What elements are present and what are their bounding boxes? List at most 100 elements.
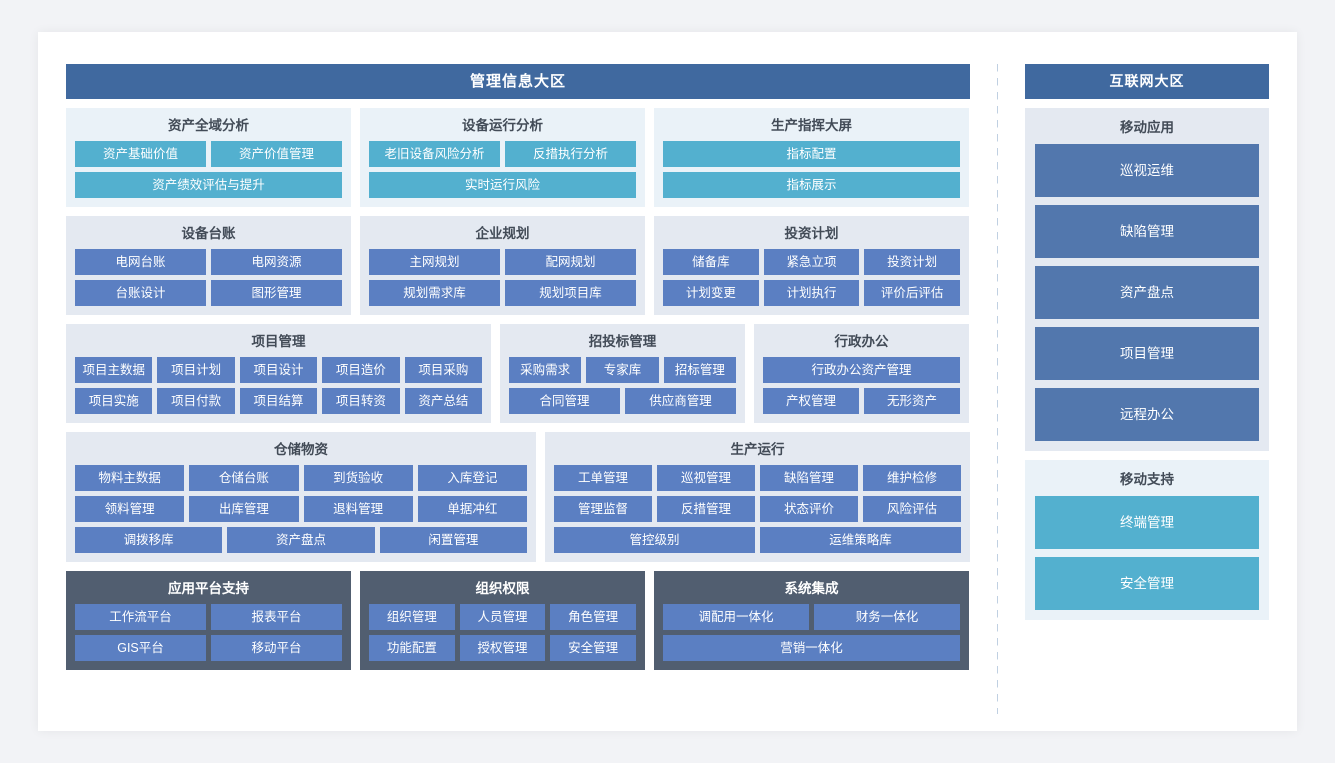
- module-chip[interactable]: 报表平台: [211, 604, 342, 630]
- panel-item-line: 台账设计图形管理: [75, 280, 342, 306]
- module-chip[interactable]: 实时运行风险: [369, 172, 636, 198]
- module-chip[interactable]: 项目计划: [157, 357, 235, 383]
- module-chip[interactable]: 工作流平台: [75, 604, 206, 630]
- panel-item-line: 资产基础价值资产价值管理: [75, 141, 342, 167]
- panel-item-line: 项目实施项目付款项目结算项目转资资产总结: [75, 388, 483, 414]
- module-chip[interactable]: 退料管理: [303, 496, 413, 522]
- module-chip[interactable]: 主网规划: [369, 249, 500, 275]
- panel-item-line: 领料管理出库管理退料管理单据冲红: [75, 496, 527, 522]
- module-chip[interactable]: 项目造价: [322, 357, 400, 383]
- module-chip[interactable]: 老旧设备风险分析: [369, 141, 500, 167]
- panel-items: 指标配置指标展示: [663, 141, 960, 198]
- module-chip[interactable]: 反措执行分析: [505, 141, 636, 167]
- module-chip[interactable]: 合同管理: [509, 388, 620, 414]
- module-chip[interactable]: 项目实施: [75, 388, 153, 414]
- panel-row: 资产全域分析资产基础价值资产价值管理资产绩效评估与提升设备运行分析老旧设备风险分…: [66, 108, 970, 207]
- module-chip[interactable]: 计划变更: [663, 280, 759, 306]
- module-chip[interactable]: 项目管理: [1034, 327, 1259, 380]
- module-chip[interactable]: 财务一体化: [814, 604, 960, 630]
- module-chip[interactable]: 远程办公: [1034, 388, 1259, 441]
- module-chip[interactable]: 维护检修: [863, 465, 961, 491]
- module-chip[interactable]: 电网资源: [211, 249, 342, 275]
- module-chip[interactable]: 评价后评估: [864, 280, 961, 306]
- module-chip[interactable]: 物料主数据: [75, 465, 185, 491]
- module-chip[interactable]: 仓储台账: [189, 465, 299, 491]
- module-chip[interactable]: 授权管理: [459, 635, 546, 661]
- module-chip[interactable]: 计划执行: [763, 280, 860, 306]
- module-chip[interactable]: 配网规划: [505, 249, 636, 275]
- module-chip[interactable]: 管理监督: [554, 496, 652, 522]
- module-chip[interactable]: 项目转资: [322, 388, 400, 414]
- module-chip[interactable]: 管控级别: [554, 527, 755, 553]
- module-chip[interactable]: 无形资产: [864, 388, 960, 414]
- module-chip[interactable]: 规划需求库: [369, 280, 500, 306]
- module-chip[interactable]: 采购需求: [509, 357, 582, 383]
- module-chip[interactable]: 资产价值管理: [211, 141, 342, 167]
- module-chip[interactable]: GIS平台: [75, 635, 206, 661]
- module-chip[interactable]: 巡视运维: [1034, 144, 1259, 197]
- module-chip[interactable]: 项目结算: [239, 388, 318, 414]
- module-chip[interactable]: 组织管理: [369, 604, 455, 630]
- panel-items: 物料主数据仓储台账到货验收入库登记领料管理出库管理退料管理单据冲红调拨移库资产盘…: [75, 465, 527, 553]
- panel-item-line: 物料主数据仓储台账到货验收入库登记: [75, 465, 527, 491]
- module-chip[interactable]: 规划项目库: [505, 280, 636, 306]
- module-chip[interactable]: 台账设计: [75, 280, 206, 306]
- panel-item-line: GIS平台移动平台: [75, 635, 342, 661]
- module-chip[interactable]: 指标配置: [663, 141, 960, 167]
- module-chip[interactable]: 指标展示: [663, 172, 960, 198]
- module-chip[interactable]: 行政办公资产管理: [763, 357, 960, 383]
- module-chip[interactable]: 项目主数据: [75, 357, 153, 383]
- module-chip[interactable]: 安全管理: [550, 635, 637, 661]
- module-chip[interactable]: 供应商管理: [625, 388, 736, 414]
- module-chip[interactable]: 调配用一体化: [663, 604, 809, 630]
- module-chip[interactable]: 缺陷管理: [760, 465, 858, 491]
- module-chip[interactable]: 终端管理: [1034, 496, 1259, 549]
- module-chip[interactable]: 紧急立项: [763, 249, 860, 275]
- module-chip[interactable]: 工单管理: [554, 465, 652, 491]
- panel-title: 生产指挥大屏: [771, 118, 852, 133]
- module-chip[interactable]: 移动平台: [211, 635, 342, 661]
- module-chip[interactable]: 投资计划: [864, 249, 961, 275]
- panel-设备台账: 设备台账电网台账电网资源台账设计图形管理: [66, 216, 351, 315]
- module-chip[interactable]: 巡视管理: [657, 465, 755, 491]
- module-chip[interactable]: 入库登记: [417, 465, 527, 491]
- module-chip[interactable]: 到货验收: [303, 465, 413, 491]
- module-chip[interactable]: 电网台账: [75, 249, 206, 275]
- module-chip[interactable]: 储备库: [663, 249, 759, 275]
- module-chip[interactable]: 产权管理: [763, 388, 859, 414]
- module-chip[interactable]: 资产总结: [404, 388, 483, 414]
- module-chip[interactable]: 专家库: [586, 357, 659, 383]
- panel-item-line: 储备库紧急立项投资计划: [663, 249, 961, 275]
- module-chip[interactable]: 风险评估: [863, 496, 961, 522]
- module-chip[interactable]: 项目付款: [157, 388, 235, 414]
- management-zone-rows: 资产全域分析资产基础价值资产价值管理资产绩效评估与提升设备运行分析老旧设备风险分…: [66, 99, 970, 670]
- module-chip[interactable]: 营销一体化: [663, 635, 960, 661]
- module-chip[interactable]: 闲置管理: [379, 527, 527, 553]
- panel-title: 移动应用: [1119, 120, 1174, 135]
- management-information-zone-header: 管理信息大区: [66, 64, 970, 99]
- module-chip[interactable]: 出库管理: [189, 496, 299, 522]
- panel-items: 采购需求专家库招标管理合同管理供应商管理: [509, 357, 736, 414]
- module-chip[interactable]: 缺陷管理: [1034, 205, 1259, 258]
- module-chip[interactable]: 调拨移库: [75, 527, 223, 553]
- module-chip[interactable]: 资产盘点: [227, 527, 375, 553]
- module-chip[interactable]: 人员管理: [459, 604, 546, 630]
- module-chip[interactable]: 资产绩效评估与提升: [75, 172, 342, 198]
- module-chip[interactable]: 图形管理: [211, 280, 342, 306]
- module-chip[interactable]: 状态评价: [760, 496, 858, 522]
- module-chip[interactable]: 角色管理: [550, 604, 637, 630]
- module-chip[interactable]: 项目设计: [239, 357, 318, 383]
- module-chip[interactable]: 招标管理: [663, 357, 736, 383]
- module-chip[interactable]: 单据冲红: [417, 496, 527, 522]
- module-chip[interactable]: 领料管理: [75, 496, 185, 522]
- panel-生产运行: 生产运行工单管理巡视管理缺陷管理维护检修管理监督反措管理状态评价风险评估管控级别…: [545, 432, 970, 562]
- module-chip[interactable]: 运维策略库: [760, 527, 961, 553]
- module-chip[interactable]: 资产盘点: [1034, 266, 1259, 319]
- panel-items: 组织管理人员管理角色管理功能配置授权管理安全管理: [369, 604, 637, 661]
- module-chip[interactable]: 资产基础价值: [75, 141, 206, 167]
- module-chip[interactable]: 反措管理: [657, 496, 755, 522]
- module-chip[interactable]: 安全管理: [1034, 557, 1259, 610]
- module-chip[interactable]: 项目采购: [404, 357, 483, 383]
- module-chip[interactable]: 功能配置: [369, 635, 455, 661]
- panel-title: 组织权限: [475, 581, 530, 596]
